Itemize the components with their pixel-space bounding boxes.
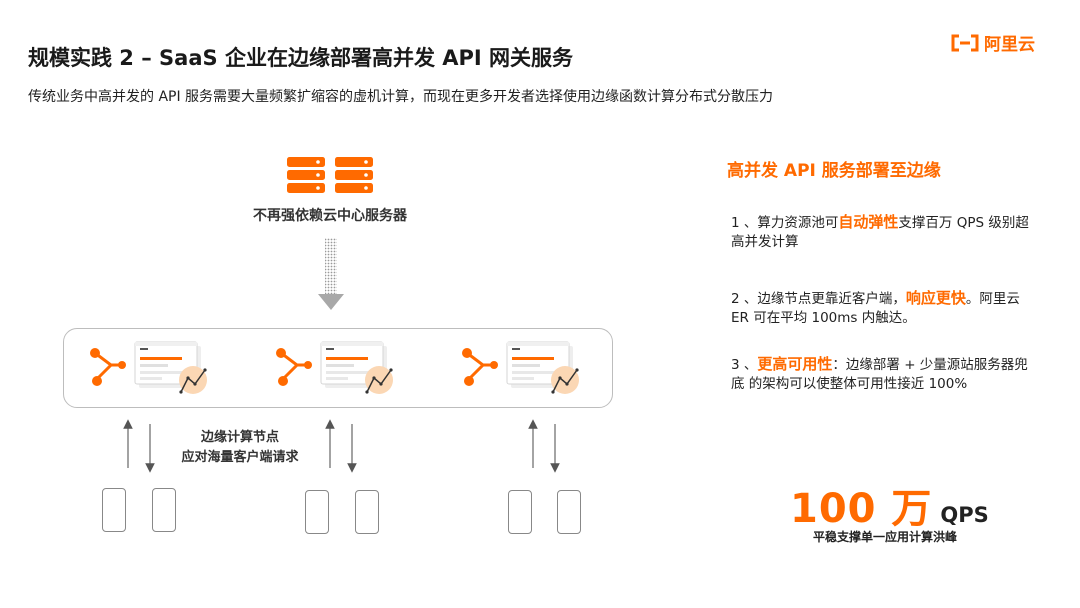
point-suffix: 支撑百万 QPS 级别超高并发计算 (731, 215, 1029, 250)
page-title: 规模实践 2 – SaaS 企业在边缘部署高并发 API 网关服务 (28, 46, 574, 70)
bracket-logo-icon (951, 34, 979, 51)
server-icon (287, 157, 325, 193)
stat-caption: 平稳支撑单一应用计算洪峰 (812, 530, 957, 544)
edge-label-line1: 边缘计算节点 (200, 430, 279, 445)
down-arrow-icon (318, 238, 344, 310)
point-3: 3 、更高可用性：边缘部署 + 少量源站服务器兜底 的架构可以使整体可用性接近 … (731, 355, 1036, 394)
panel-title: 高并发 API 服务部署至边缘 (727, 161, 941, 181)
point-prefix: 2 、边缘节点更靠近客户端， (731, 291, 906, 307)
point-highlight: 更高可用性 (757, 355, 833, 373)
server-icon (335, 157, 373, 193)
stat-unit: QPS (940, 503, 989, 527)
point-highlight: 自动弹性 (838, 213, 899, 231)
center-server-label: 不再强依赖云中心服务器 (253, 208, 407, 224)
edge-label-line2: 应对海量客户端请求 (181, 450, 299, 465)
point-prefix: 1 、算力资源池可 (731, 215, 839, 231)
point-suffix: ：边缘部署 + 少量源站服务器兜底 的架构可以使整体可用性接近 100% (731, 357, 1028, 392)
point-suffix: 。阿里云 ER 可在平均 100ms 内触达。 (731, 291, 1020, 326)
point-2: 2 、边缘节点更靠近客户端，响应更快。阿里云 ER 可在平均 100ms 内触达… (731, 289, 1036, 328)
aliyun-logo: 阿里云 (950, 30, 1035, 55)
page-subtitle: 传统业务中高并发的 API 服务需要大量频繁扩缩容的虚机计算，而现在更多开发者选… (28, 89, 774, 105)
stat-value: 100 万 (790, 486, 933, 532)
phone-icon (102, 488, 126, 532)
edge-node-icon (276, 348, 312, 386)
phone-icon (557, 490, 581, 534)
edge-node-icon (462, 348, 498, 386)
point-prefix: 3 、 (731, 357, 758, 373)
stat-block: 100 万 QPS (790, 476, 989, 534)
dashboard-icon (506, 341, 579, 394)
dashboard-icon (320, 341, 393, 394)
point-highlight: 响应更快 (905, 289, 966, 307)
request-arrows (123, 419, 560, 473)
phone-icon (355, 490, 379, 534)
phone-icon (508, 490, 532, 534)
logo-text: 阿里云 (984, 35, 1035, 55)
point-1: 1 、算力资源池可自动弹性支撑百万 QPS 级别超高并发计算 (731, 213, 1036, 252)
phone-icon (152, 488, 176, 532)
edge-node-icon (90, 348, 126, 386)
phone-icon (305, 490, 329, 534)
edge-label: 边缘计算节点 应对海量客户端请求 (150, 428, 330, 468)
dashboard-icon (134, 341, 207, 394)
